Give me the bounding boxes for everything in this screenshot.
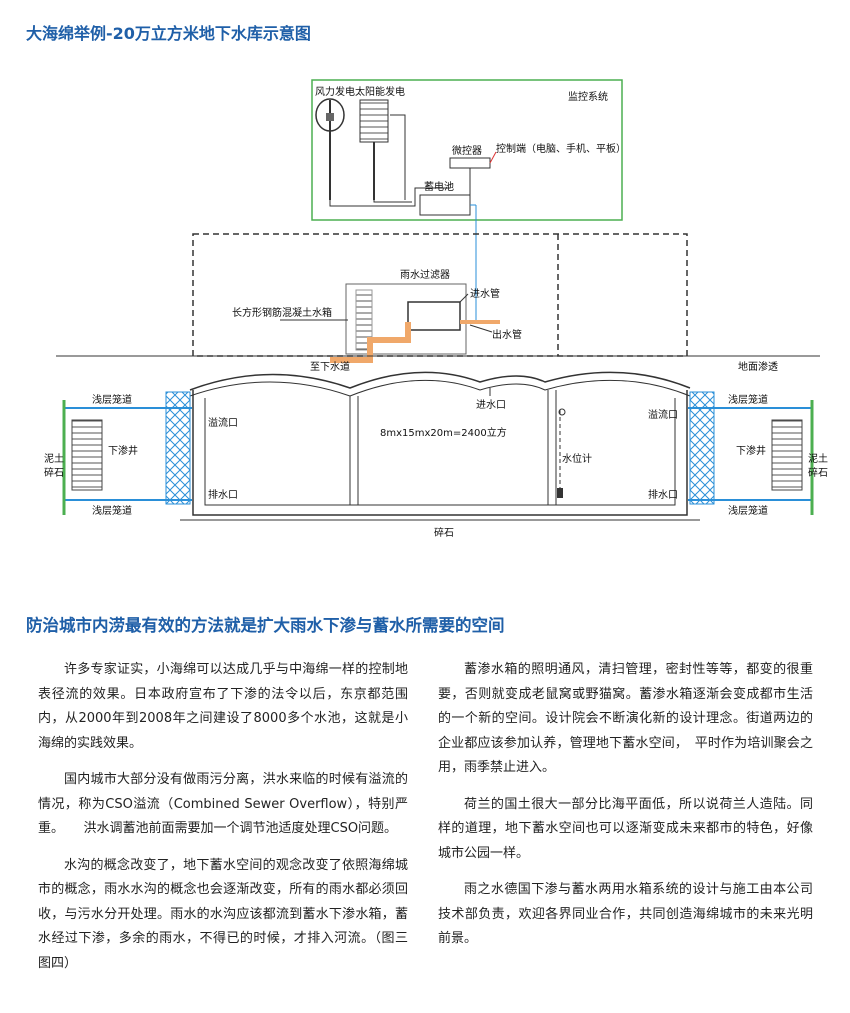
label-mcu: 微控器	[452, 144, 482, 157]
tank-walls	[192, 390, 688, 516]
label-wind: 风力发电	[315, 85, 355, 98]
label-overflow-left: 溢流口	[208, 416, 238, 429]
figure-title: 大海绵举例-20万立方米地下水库示意图	[26, 24, 311, 43]
solar-panel-icon	[359, 99, 389, 200]
label-drain-right: 排水口	[648, 488, 678, 501]
paragraph: 蓄渗水箱的照明通风，清扫管理，密封性等等，都变的很重要，否则就变成老鼠窝或野猫窝…	[438, 662, 813, 775]
lattice-left	[165, 391, 191, 505]
lattice-right	[689, 391, 715, 505]
label-shallow-br: 浅层笼道	[728, 504, 768, 517]
label-ground: 地面渗透	[738, 360, 778, 373]
left-column: 许多专家证实，小海绵可以达成几乎与中海绵一样的控制地表径流的效果。日本政府宣布了…	[38, 658, 408, 988]
label-solar: 太阳能发电	[355, 85, 405, 98]
wind-turbine-icon	[315, 98, 345, 200]
label-mud-left-1: 泥土	[44, 452, 64, 465]
seep-well-right	[771, 419, 803, 491]
right-column: 蓄渗水箱的照明通风，清扫管理，密封性等等，都变的很重要，否则就变成老鼠窝或野猫窝…	[438, 658, 813, 964]
label-to-sewer: 至下水道	[310, 360, 350, 373]
label-inlet-pipe: 进水管	[470, 287, 500, 300]
label-inlet: 进水口	[476, 399, 506, 411]
outlet-pipe	[330, 322, 411, 363]
filter-unit	[407, 301, 461, 331]
label-monitor: 监控系统	[568, 90, 608, 103]
label-mud-right-1: 泥土	[808, 452, 828, 465]
label-outlet-pipe: 出水管	[492, 328, 522, 341]
label-gravel: 碎石	[434, 526, 454, 539]
label-battery: 蓄电池	[424, 180, 454, 193]
label-tank: 长方形钢筋混凝土水箱	[232, 306, 332, 319]
label-shallow-bl: 浅层笼道	[92, 504, 132, 517]
label-mud-left-2: 碎石	[44, 466, 64, 479]
label-seep-right: 下渗井	[736, 444, 766, 457]
label-control: 控制端（电脑、手机、平板）	[496, 142, 626, 155]
filter-housing	[345, 283, 467, 355]
battery-box	[419, 194, 471, 216]
mcu-box	[449, 157, 491, 169]
label-level-meter: 水位计	[562, 452, 592, 465]
paragraph: 国内城市大部分没有做雨污分离，洪水来临的时候有溢流的情况，称为CSO溢流（Com…	[38, 772, 408, 836]
label-filter: 雨水过滤器	[400, 268, 450, 281]
section-heading: 防治城市内涝最有效的方法就是扩大雨水下渗与蓄水所需要的空间	[26, 616, 505, 635]
label-shallow-tl: 浅层笼道	[92, 393, 132, 406]
label-drain-left: 排水口	[208, 488, 238, 501]
reservoir-diagram: 风力发电 太阳能发电 监控系统 微控器 控制端（电脑、手机、平板） 蓄电池 雨水…	[44, 79, 828, 539]
paragraph: 荷兰的国土很大一部分比海平面低，所以说荷兰人造陆。同样的道理，地下蓄水空间也可以…	[438, 796, 813, 861]
control-box	[311, 79, 623, 221]
label-mud-right-2: 碎石	[808, 466, 828, 479]
building-outline	[192, 233, 688, 357]
paragraph: 许多专家证实，小海绵可以达成几乎与中海绵一样的控制地表径流的效果。日本政府宣布了…	[38, 662, 408, 751]
label-volume: 8mx15mx20m=2400立方	[380, 426, 507, 439]
paragraph: 水沟的概念改变了，地下蓄水空间的观念改变了依照海绵城市的概念，雨水水沟的概念也会…	[38, 857, 408, 971]
paragraph: 雨之水德国下渗与蓄水两用水箱系统的设计与施工由本公司技术部负责，欢迎各界同业合作…	[438, 882, 813, 946]
label-overflow-right: 溢流口	[648, 408, 678, 421]
seep-well-left	[71, 419, 103, 491]
label-seep-left: 下渗井	[108, 444, 138, 457]
tank-roof	[189, 371, 691, 391]
label-shallow-tr: 浅层笼道	[728, 393, 768, 406]
